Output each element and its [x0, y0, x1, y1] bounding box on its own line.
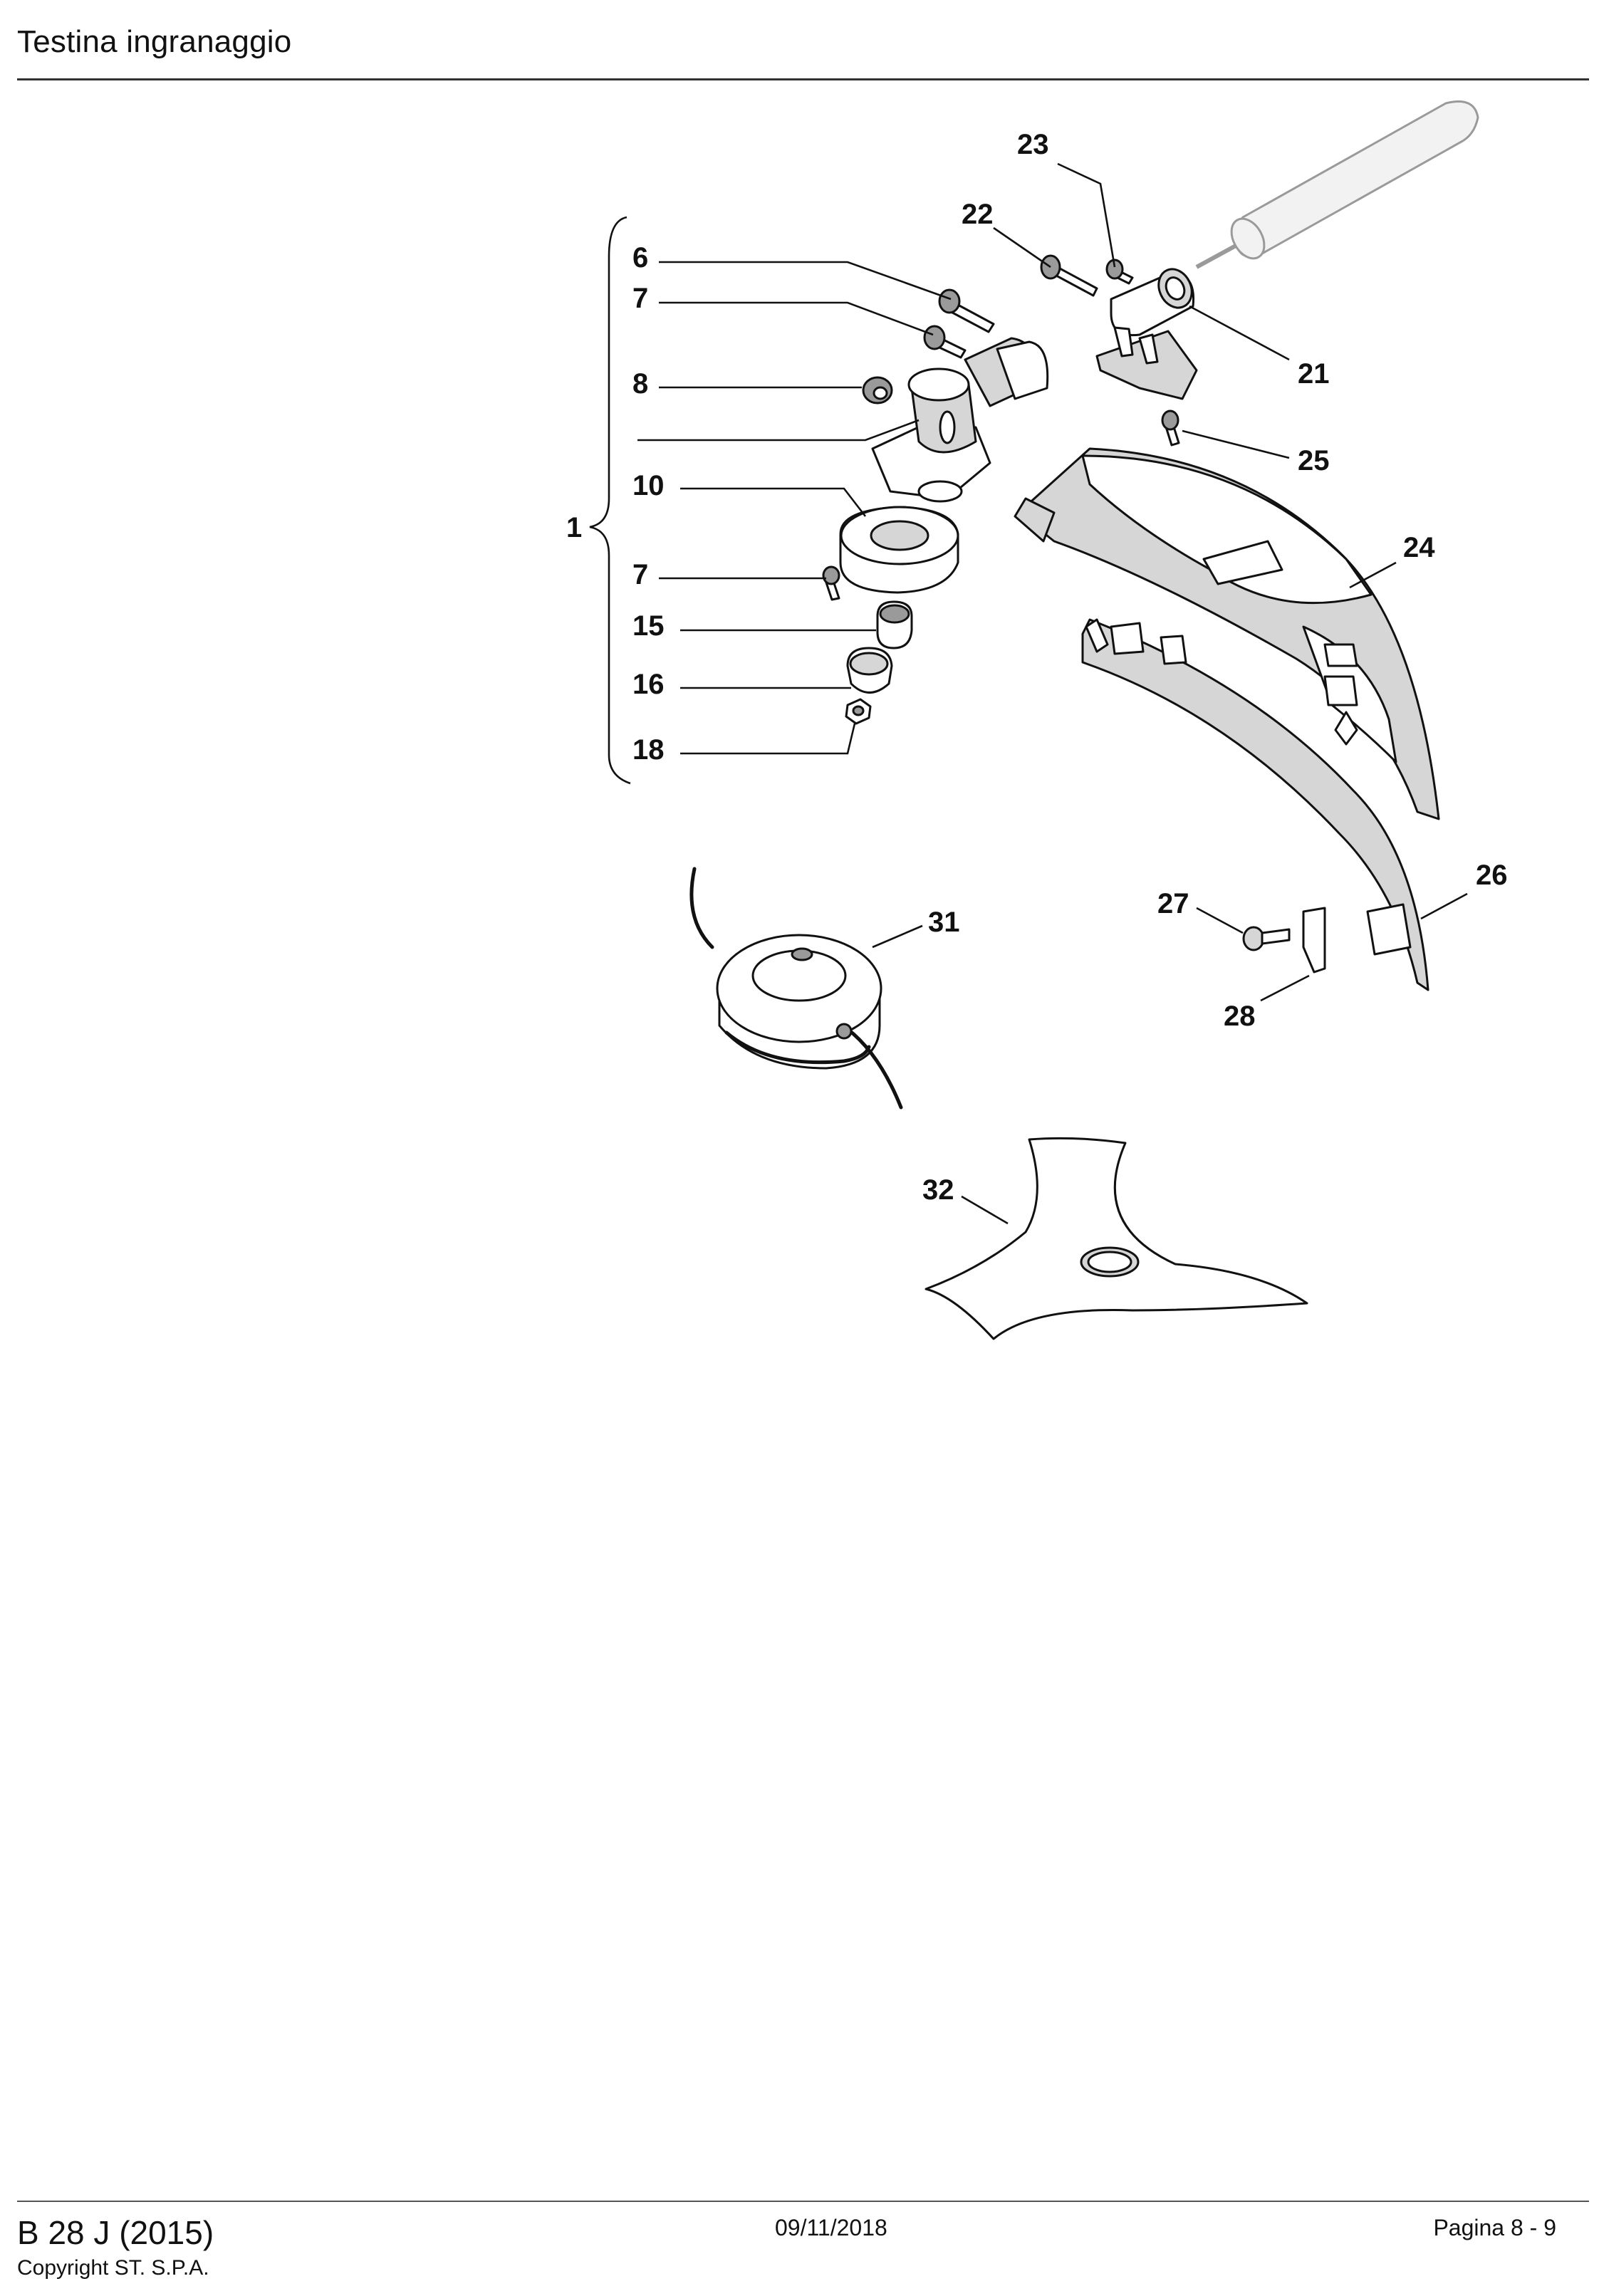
leader-25	[1182, 429, 1290, 459]
leader-21	[1189, 305, 1290, 361]
callout-1: 1	[566, 512, 582, 543]
footer-divider	[17, 2201, 1589, 2202]
leader-18	[680, 723, 856, 755]
callout-25: 25	[1298, 445, 1330, 476]
nut-part-8	[862, 376, 893, 405]
screw-part-23	[1105, 259, 1134, 285]
leader-22	[993, 226, 1051, 268]
callout-6: 6	[632, 242, 648, 273]
callout-32: 32	[922, 1174, 954, 1206]
callout-10: 10	[632, 470, 665, 501]
date-label: 09/11/2018	[775, 2215, 887, 2240]
callout-21: 21	[1298, 358, 1330, 390]
leader-gear-head	[637, 419, 920, 442]
callout-31: 31	[928, 907, 960, 938]
washer-part-15	[876, 600, 913, 649]
screw-part-27	[1242, 926, 1291, 951]
callout-8: 8	[632, 368, 648, 400]
cup-part-16	[846, 647, 893, 694]
clamp-bracket-part-21	[1095, 268, 1198, 400]
leader-6	[659, 261, 952, 301]
leader-28	[1260, 974, 1310, 1002]
screw-part-7-lower	[822, 565, 840, 601]
copyright-label: Copyright ST. S.P.A.	[17, 2256, 209, 2280]
callout-18: 18	[632, 734, 665, 766]
gear-head-housing	[871, 337, 1049, 503]
callout-22: 22	[962, 199, 994, 230]
leader-31	[872, 924, 923, 949]
drive-shaft-tube	[1195, 100, 1479, 269]
guard-extension-part-26	[1081, 618, 1429, 991]
trimmer-head-part-31	[689, 867, 903, 1110]
blade-part-32	[924, 1137, 1308, 1340]
callout-26: 26	[1476, 860, 1508, 891]
leader-23	[1057, 162, 1116, 268]
callout-7-upper: 7	[632, 283, 648, 314]
guard-part-24	[1014, 447, 1440, 820]
header-divider	[17, 78, 1589, 80]
leader-32	[961, 1195, 1009, 1225]
flange-part-10	[839, 506, 959, 594]
plate-part-28	[1302, 907, 1326, 974]
callout-15: 15	[632, 610, 665, 642]
nut-part-18	[845, 698, 872, 725]
screw-part-6	[938, 288, 995, 333]
leader-27	[1196, 907, 1244, 934]
callout-28: 28	[1224, 1001, 1256, 1032]
leader-7-upper	[659, 301, 934, 336]
screw-part-7-upper	[923, 325, 967, 359]
screw-part-22	[1040, 254, 1098, 297]
screw-part-25	[1161, 409, 1180, 447]
callout-23: 23	[1017, 129, 1049, 160]
leader-24	[1349, 561, 1397, 589]
callout-24: 24	[1403, 532, 1435, 563]
leader-10	[680, 487, 867, 517]
callout-27: 27	[1157, 888, 1189, 919]
model-label: B 28 J (2015)	[17, 2214, 214, 2251]
callout-7-lower: 7	[632, 559, 648, 590]
leader-26	[1420, 892, 1468, 920]
assembly-bracket	[589, 216, 631, 785]
page-title: Testina ingranaggio	[17, 24, 292, 59]
callout-16: 16	[632, 669, 665, 700]
page-number: Pagina 8 - 9	[1433, 2215, 1556, 2240]
